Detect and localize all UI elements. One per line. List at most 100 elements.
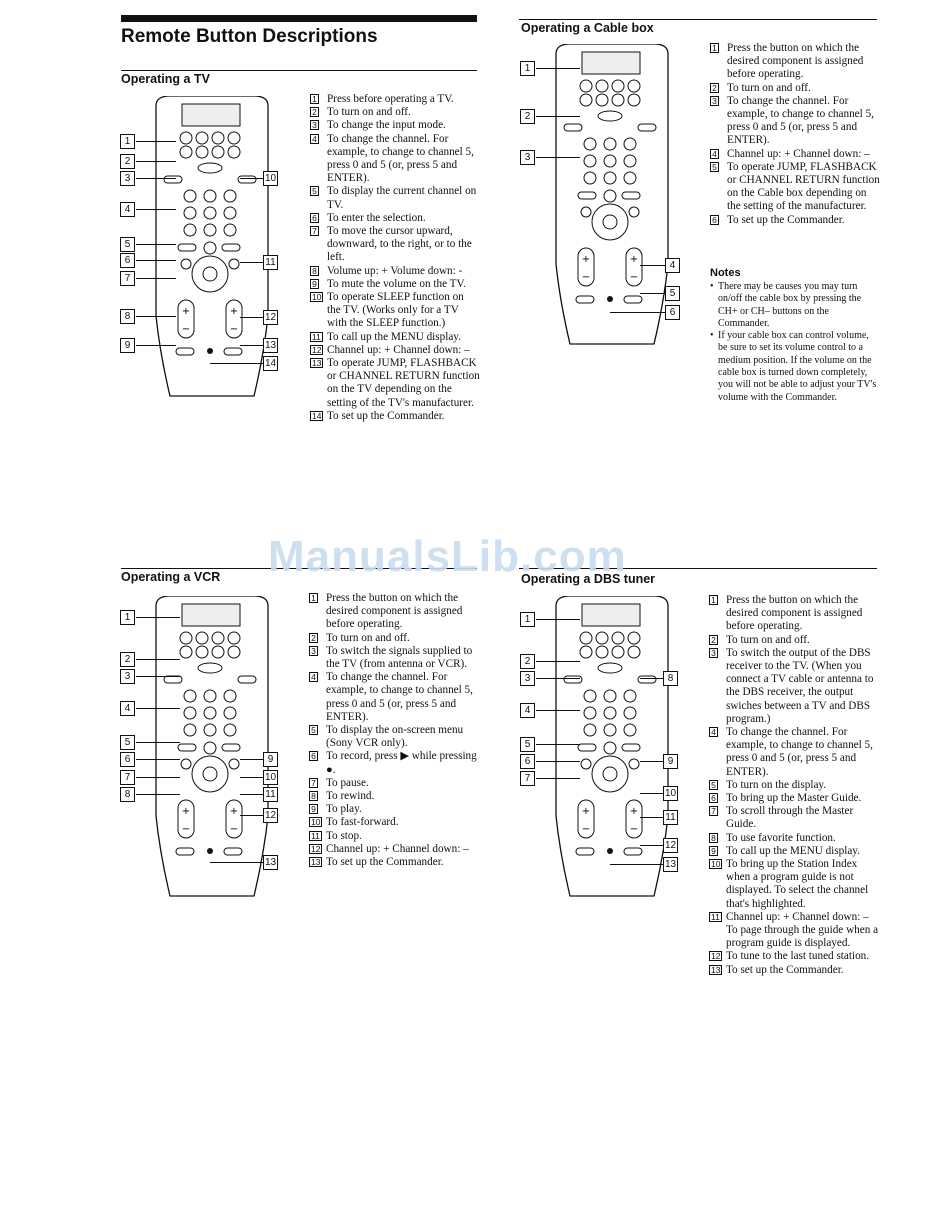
dbs-section-rule <box>519 568 877 569</box>
item-text: To operate SLEEP function on the TV. (Wo… <box>327 291 464 330</box>
item-number-badge: 9 <box>709 845 718 856</box>
item-text: Volume up: + Volume down: - <box>327 264 463 277</box>
item-text: To display the current channel on TV. <box>327 185 477 211</box>
item-number-badge: 4 <box>310 133 319 144</box>
item-text: To play. <box>326 803 362 816</box>
item-text: To turn on the display. <box>726 778 827 791</box>
item-number-badge: 8 <box>709 832 718 843</box>
item-text: To call up the MENU display. <box>726 844 860 857</box>
item-text: To scroll through the Master Guide. <box>726 805 854 831</box>
item-text: To call up the MENU display. <box>327 330 461 343</box>
vcr-description-item: 6 To record, press ▶ while pressing ●. <box>309 750 479 776</box>
cable-section-title: Operating a Cable box <box>521 21 654 35</box>
cable-callout-2: 2 <box>520 109 535 124</box>
item-number-badge: 6 <box>709 793 718 804</box>
vcr-callout-3: 3 <box>120 669 135 684</box>
item-number-badge: 6 <box>309 751 318 762</box>
item-number-badge: 1 <box>709 595 718 605</box>
item-text: To change the channel. For example, to c… <box>726 726 873 778</box>
page-title: Remote Button Descriptions <box>121 26 378 47</box>
cable-description-item: 6 To set up the Commander. <box>710 214 880 227</box>
tv-callout-6: 6 <box>120 253 135 268</box>
item-number-badge: 5 <box>309 725 318 736</box>
watermark: ManualsLib.com <box>268 532 627 581</box>
tv-section-rule <box>121 70 477 71</box>
tv-callout-4: 4 <box>120 202 135 217</box>
item-number-badge: 6 <box>710 214 719 225</box>
vcr-callout-1: 1 <box>120 610 135 625</box>
tv-remote-illustration <box>155 96 269 397</box>
cable-callout-6: 6 <box>665 305 680 320</box>
item-number-badge: 2 <box>710 82 719 93</box>
item-number-badge: 8 <box>309 791 318 802</box>
item-text: Channel up: + Channel down: – <box>727 147 870 160</box>
vcr-callout-7: 7 <box>120 770 135 785</box>
item-number-badge: 13 <box>310 358 324 369</box>
item-number-badge: 10 <box>310 292 324 303</box>
item-text: To bring up the Master Guide. <box>726 792 862 805</box>
item-text: To move the cursor upward, downward, to … <box>327 225 472 264</box>
item-number-badge: 3 <box>709 647 718 658</box>
tv-callout-13: 13 <box>263 338 278 353</box>
vcr-callout-5: 5 <box>120 735 135 750</box>
item-number-badge: 12 <box>709 951 723 962</box>
item-text: Press before operating a TV. <box>327 93 454 105</box>
item-text: Channel up: + Channel down: – <box>326 842 469 855</box>
item-number-badge: 12 <box>309 843 323 854</box>
item-text: To record, press ▶ while pressing ●. <box>326 750 477 776</box>
cable-callout-3: 3 <box>520 150 535 165</box>
tv-callout-1: 1 <box>120 134 135 149</box>
vcr-callout-9: 9 <box>263 752 278 767</box>
item-text: To pause. <box>326 776 369 789</box>
item-text: To set up the Commander. <box>726 963 844 976</box>
tv-callout-10: 10 <box>263 171 278 186</box>
vcr-callout-11: 11 <box>263 787 278 802</box>
item-number-badge: 5 <box>310 186 319 197</box>
item-text: To set up the Commander. <box>727 213 845 226</box>
tv-callout-11: 11 <box>263 255 278 270</box>
item-text: To use favorite function. <box>726 831 836 844</box>
tv-callout-9: 9 <box>120 338 135 353</box>
vcr-callout-6: 6 <box>120 752 135 767</box>
item-number-badge: 1 <box>310 94 319 104</box>
item-number-badge: 7 <box>709 806 718 817</box>
dbs-callout-8: 8 <box>663 671 678 686</box>
item-number-badge: 2 <box>309 632 318 643</box>
item-text: To display the on-screen menu (Sony VCR … <box>326 724 464 750</box>
item-number-badge: 10 <box>309 817 323 828</box>
item-number-badge: 11 <box>709 911 722 922</box>
cable-notes-title: Notes <box>710 267 741 279</box>
item-number-badge: 5 <box>710 161 719 172</box>
tv-callout-2: 2 <box>120 154 135 169</box>
dbs-callout-13: 13 <box>663 857 678 872</box>
dbs-callout-9: 9 <box>663 754 678 769</box>
item-number-badge: 5 <box>709 779 718 790</box>
tv-section-title: Operating a TV <box>121 72 210 86</box>
item-number-badge: 1 <box>710 43 719 53</box>
dbs-callout-7: 7 <box>520 771 535 786</box>
dbs-description-item: 6 To bring up the Master Guide. <box>709 792 879 805</box>
item-number-badge: 1 <box>309 593 318 603</box>
dbs-section-title: Operating a DBS tuner <box>521 572 656 586</box>
vcr-section-rule <box>121 568 477 569</box>
